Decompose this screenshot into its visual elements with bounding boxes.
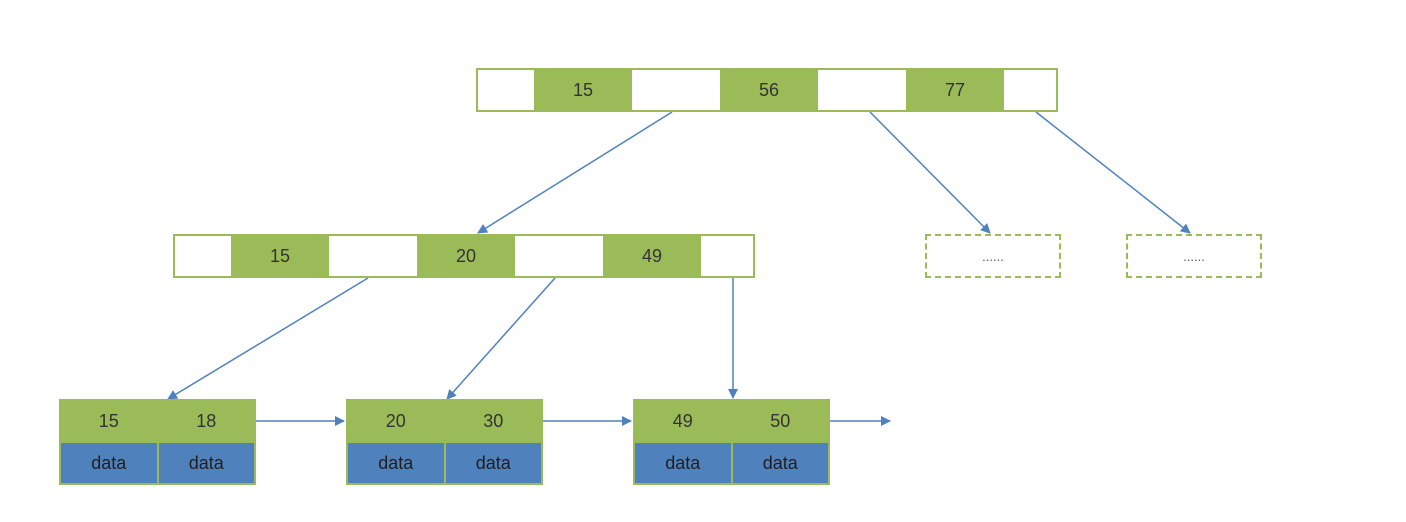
internal-key-49: 49: [603, 236, 701, 276]
internal-pointer-3: [701, 236, 753, 276]
leaf-2-data-1: data: [348, 443, 444, 483]
internal-pointer-2: [515, 236, 603, 276]
root-key-77: 77: [906, 70, 1004, 110]
leaf-2-data-2: data: [445, 443, 541, 483]
arrow-root-to-placeholder-2: [1035, 111, 1191, 234]
leaf-3-key-1: 49: [635, 401, 731, 441]
leaf-2-key-1: 20: [348, 401, 444, 441]
leaf-node-1: 15 18 data data: [59, 399, 256, 485]
leaf-1-key-2: 18: [158, 401, 254, 441]
leaf-3-data-2: data: [732, 443, 828, 483]
leaf-node-2: 20 30 data data: [346, 399, 543, 485]
leaf-3-data-1: data: [635, 443, 731, 483]
internal-pointer-0: [175, 236, 231, 276]
root-pointer-2: [818, 70, 906, 110]
arrow-internal-to-leaf-1: [167, 277, 369, 400]
root-pointer-3: [1004, 70, 1056, 110]
root-key-15: 15: [534, 70, 632, 110]
leaf-1-data-2: data: [158, 443, 254, 483]
leaf-1-data-1: data: [61, 443, 157, 483]
root-pointer-1: [632, 70, 720, 110]
elided-node-2: ......: [1126, 234, 1262, 278]
internal-node: 15 20 49: [173, 234, 755, 278]
leaf-node-3: 49 50 data data: [633, 399, 830, 485]
arrow-root-to-placeholder-1: [869, 111, 991, 234]
arrow-root-to-internal: [477, 111, 673, 234]
internal-pointer-1: [329, 236, 417, 276]
root-pointer-0: [478, 70, 534, 110]
internal-key-20: 20: [417, 236, 515, 276]
leaf-1-key-1: 15: [61, 401, 157, 441]
internal-key-15: 15: [231, 236, 329, 276]
elided-node-1: ......: [925, 234, 1061, 278]
leaf-2-key-2: 30: [445, 401, 541, 441]
root-node: 15 56 77: [476, 68, 1058, 112]
root-key-56: 56: [720, 70, 818, 110]
arrow-internal-to-leaf-2: [446, 277, 556, 400]
leaf-3-key-2: 50: [732, 401, 828, 441]
